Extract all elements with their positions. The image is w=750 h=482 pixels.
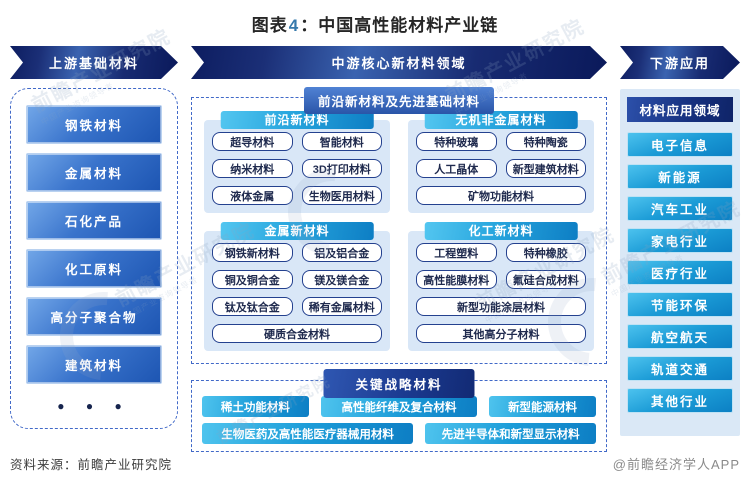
material-item: 镁及镁合金 (301, 270, 382, 289)
material-item: 铜及铜合金 (212, 270, 293, 289)
upstream-item: 钢铁材料 (26, 105, 162, 144)
title-prefix: 图表 (251, 16, 288, 35)
material-item: 氟硅合成材料 (505, 270, 586, 289)
material-item: 稀有金属材料 (301, 297, 382, 316)
downstream-item: 节能环保 (627, 292, 733, 317)
materials-panel-row: 高性能膜材料氟硅合成材料 (416, 270, 586, 289)
upstream-header-banner: 上游基础材料 (10, 46, 178, 79)
material-item: 铝及铝合金 (301, 243, 382, 262)
strategic-material-item: 先进半导体和新型显示材料 (425, 423, 596, 444)
material-item: 液体金属 (212, 186, 293, 205)
strategic-row: 稀土功能材料高性能纤维及复合材料新型能源材料 (202, 396, 596, 417)
material-item: 超导材料 (212, 132, 293, 151)
strategic-material-item: 高性能纤维及复合材料 (320, 396, 478, 417)
downstream-item: 汽车工业 (627, 196, 733, 221)
materials-panel-row: 纳米材料 3D打印材料 (212, 159, 382, 178)
credit-note: @前瞻经济学人APP (612, 457, 740, 472)
upstream-item: 金属材料 (26, 153, 162, 192)
materials-panel-title: 无机非金属材料 (424, 111, 578, 129)
material-item: 钛及钛合金 (212, 297, 293, 316)
material-item: 特种陶瓷 (505, 132, 586, 151)
advanced-materials-section-title: 前沿新材料及先进基础材料 (303, 87, 495, 114)
materials-panel-row: 特种玻璃特种陶瓷 (416, 132, 586, 151)
materials-panel-row: 工程塑料特种橡胶 (416, 243, 586, 262)
materials-panel: 金属新材料钢铁新材料铝及铝合金铜及铜合金镁及镁合金钛及钛合金稀有金属材料硬质合金… (204, 222, 390, 351)
materials-panel-row: 铜及铜合金镁及镁合金 (212, 270, 382, 289)
downstream-header-banner: 下游应用 (620, 46, 740, 79)
materials-panel-row: 钢铁新材料铝及铝合金 (212, 243, 382, 262)
materials-panel: 化工新材料工程塑料特种橡胶高性能膜材料氟硅合成材料新型功能涂层材料其他高分子材料 (408, 222, 594, 351)
strategic-materials-section-title: 关键战略材料 (323, 369, 475, 398)
midstream-header-banner: 中游核心新材料领域 (191, 46, 607, 79)
downstream-item: 新能源 (627, 164, 733, 189)
material-item: 纳米材料 (212, 159, 293, 178)
downstream-item: 其他行业 (627, 388, 733, 413)
strategic-material-item: 生物医药及高性能医疗器械用材料 (202, 423, 414, 444)
material-item: 工程塑料 (416, 243, 497, 262)
upstream-column: 上游基础材料 钢铁材料金属材料石化产品化工原料高分子聚合物建筑材料 ● ● ● (10, 46, 178, 442)
material-item: 矿物功能材料 (416, 186, 586, 205)
downstream-column: 下游应用 材料应用领域 电子信息新能源汽车工业家电行业医疗行业节能环保航空航天轨… (620, 46, 740, 442)
material-item: 3D打印材料 (301, 159, 382, 178)
strategic-row: 生物医药及高性能医疗器械用材料先进半导体和新型显示材料 (202, 423, 596, 444)
downstream-panel-title: 材料应用领域 (627, 97, 733, 122)
downstream-item: 轨道交通 (627, 356, 733, 381)
strategic-materials-body: 稀土功能材料高性能纤维及复合材料新型能源材料生物医药及高性能医疗器械用材料先进半… (191, 380, 607, 452)
materials-panel-row: 人工晶体新型建筑材料 (416, 159, 586, 178)
materials-panel-row: 矿物功能材料 (416, 186, 586, 205)
strategic-materials-section: 关键战略材料 稀土功能材料高性能纤维及复合材料新型能源材料生物医药及高性能医疗器… (191, 369, 607, 452)
midstream-column: 中游核心新材料领域 前沿新材料及先进基础材料 前沿新材料超导材料智能材料纳米材料… (191, 46, 607, 452)
page-title: 图表4：中国高性能材料产业链 (0, 11, 750, 36)
downstream-item: 医疗行业 (627, 260, 733, 285)
strategic-material-item: 稀土功能材料 (202, 396, 309, 417)
materials-panel-title: 前沿新材料 (220, 111, 374, 129)
materials-panel: 无机非金属材料特种玻璃特种陶瓷人工晶体新型建筑材料矿物功能材料 (408, 111, 594, 213)
materials-panel-row: 其他高分子材料 (416, 324, 586, 343)
material-item: 高性能膜材料 (416, 270, 497, 289)
materials-panel-row: 钛及钛合金稀有金属材料 (212, 297, 382, 316)
materials-panel-title: 化工新材料 (424, 222, 578, 240)
materials-panel-row: 新型功能涂层材料 (416, 297, 586, 316)
materials-panel-row: 液体金属生物医用材料 (212, 186, 382, 205)
diagram-columns: 上游基础材料 钢铁材料金属材料石化产品化工原料高分子聚合物建筑材料 ● ● ● … (10, 46, 740, 452)
upstream-item: 化工原料 (26, 249, 162, 288)
upstream-item: 建筑材料 (26, 345, 162, 384)
downstream-item: 航空航天 (627, 324, 733, 349)
source-note: 资料来源：前瞻产业研究院 (10, 458, 173, 472)
material-item: 新型建筑材料 (505, 159, 586, 178)
material-item: 其他高分子材料 (416, 324, 586, 343)
downstream-panel: 材料应用领域 电子信息新能源汽车工业家电行业医疗行业节能环保航空航天轨道交通其他… (620, 89, 740, 436)
title-number: 4 (288, 16, 300, 35)
material-item: 新型功能涂层材料 (416, 297, 586, 316)
strategic-material-item: 新型能源材料 (489, 396, 596, 417)
material-item: 钢铁新材料 (212, 243, 293, 262)
footer: 资料来源：前瞻产业研究院 @前瞻经济学人APP (10, 454, 740, 473)
material-item: 特种橡胶 (505, 243, 586, 262)
upstream-panel: 钢铁材料金属材料石化产品化工原料高分子聚合物建筑材料 ● ● ● (10, 88, 178, 429)
material-item: 特种玻璃 (416, 132, 497, 151)
downstream-item: 家电行业 (627, 228, 733, 253)
upstream-item: 高分子聚合物 (26, 297, 162, 336)
title-text: ：中国高性能材料产业链 (300, 16, 499, 35)
ellipsis-dots-icon: ● ● ● (57, 399, 131, 413)
downstream-item: 电子信息 (627, 132, 733, 157)
material-item: 智能材料 (301, 132, 382, 151)
materials-panel-row: 超导材料智能材料 (212, 132, 382, 151)
upstream-item: 石化产品 (26, 201, 162, 240)
material-item: 生物医用材料 (301, 186, 382, 205)
material-item: 人工晶体 (416, 159, 497, 178)
materials-panel-row: 硬质合金材料 (212, 324, 382, 343)
material-item: 硬质合金材料 (212, 324, 382, 343)
materials-panel-title: 金属新材料 (220, 222, 374, 240)
